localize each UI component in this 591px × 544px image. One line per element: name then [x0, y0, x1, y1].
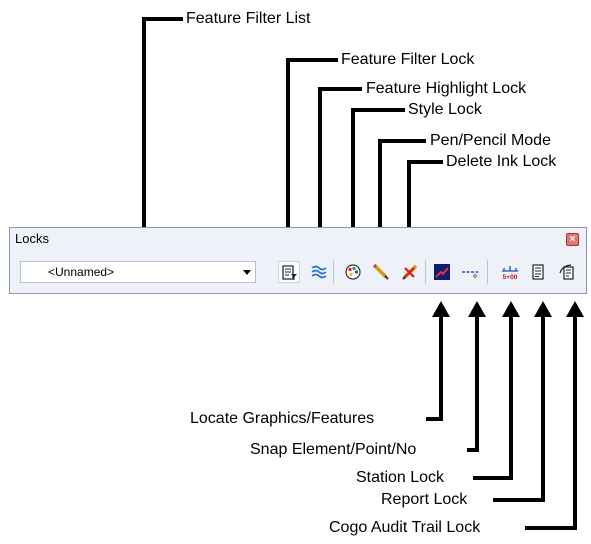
- report-lock-icon: [532, 264, 544, 280]
- callout-locate-graphics-features: Locate Graphics/Features: [190, 410, 375, 427]
- delete-ink-icon: [402, 264, 418, 280]
- feature-highlight-lock-icon: [311, 265, 327, 279]
- callout-feature-filter-list: Feature Filter List: [186, 10, 311, 27]
- pen-pencil-icon: [372, 263, 389, 280]
- report-lock-button[interactable]: [527, 261, 549, 283]
- feature-filter-lock-button[interactable]: [278, 261, 300, 283]
- locate-graphics-features-icon: [434, 264, 450, 280]
- feature-filter-select[interactable]: <Unnamed>: [20, 261, 256, 283]
- feature-filter-lock-icon: [282, 265, 297, 280]
- callout-station-lock: Station Lock: [356, 469, 445, 486]
- chevron-down-icon[interactable]: [243, 270, 251, 275]
- callout-delete-ink-lock: Delete Ink Lock: [446, 153, 557, 170]
- station-lock-button[interactable]: 5+00: [499, 261, 521, 283]
- cogo-audit-trail-lock-icon: [559, 264, 574, 280]
- callout-report-lock: Report Lock: [381, 491, 468, 508]
- station-icon-text: 5+00: [503, 274, 518, 281]
- snap-element-icon: [462, 271, 478, 278]
- style-lock-icon: [345, 264, 361, 280]
- close-icon[interactable]: ×: [566, 233, 579, 246]
- cogo-audit-trail-lock-button[interactable]: [556, 261, 578, 283]
- callout-feature-filter-lock: Feature Filter Lock: [341, 51, 475, 68]
- delete-ink-lock-button[interactable]: [399, 261, 421, 283]
- station-lock-icon: 5+00: [502, 266, 518, 281]
- pen-pencil-mode-button[interactable]: [370, 261, 392, 283]
- toolbar-separator: [487, 260, 488, 284]
- locate-graphics-features-button[interactable]: [431, 261, 453, 283]
- callout-pen-pencil-mode: Pen/Pencil Mode: [430, 132, 551, 149]
- callout-cogo-audit-trail-lock: Cogo Audit Trail Lock: [329, 519, 481, 536]
- callout-feature-highlight-lock: Feature Highlight Lock: [366, 80, 527, 97]
- toolbar-separator: [333, 260, 334, 284]
- snap-element-button[interactable]: [459, 261, 481, 283]
- toolbar-title: Locks: [15, 231, 49, 246]
- feature-highlight-lock-button[interactable]: [308, 261, 330, 283]
- callout-style-lock: Style Lock: [408, 101, 482, 118]
- style-lock-button[interactable]: [342, 261, 364, 283]
- toolbar-separator: [425, 260, 426, 284]
- feature-filter-value: <Unnamed>: [48, 265, 115, 279]
- locks-toolbar: Locks × <Unnamed>: [9, 227, 587, 294]
- callout-snap-element: Snap Element/Point/No: [250, 441, 417, 458]
